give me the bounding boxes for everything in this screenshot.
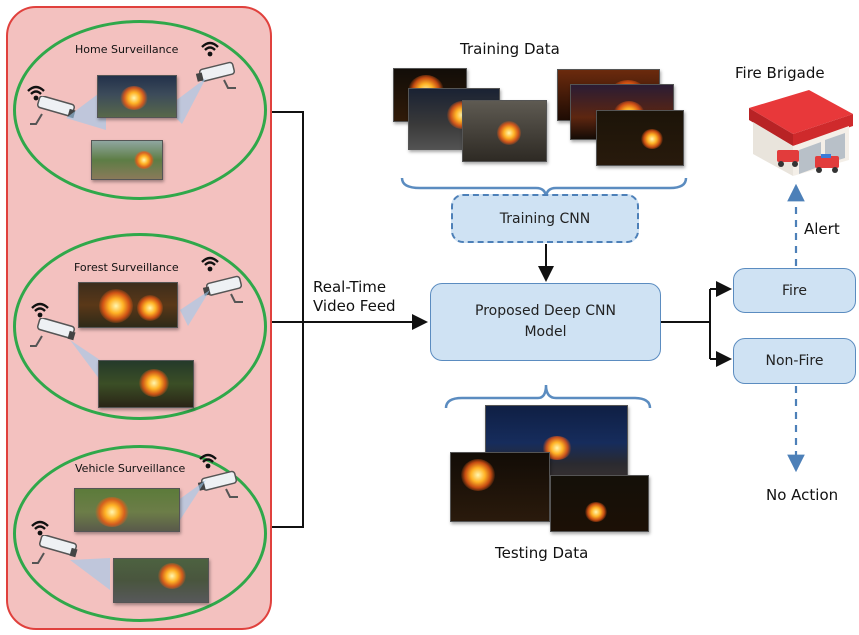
- vehicle-surveillance-label: Vehicle Surveillance: [75, 462, 186, 475]
- fire-station-icon: [749, 90, 853, 176]
- wifi-icon: [27, 85, 45, 101]
- fire-output-box: Fire: [733, 268, 856, 313]
- camera-view-cone: [70, 290, 210, 380]
- forest-fire-image: [78, 282, 178, 328]
- training-data-label: Training Data: [460, 40, 560, 58]
- forest-fire-image: [98, 360, 194, 408]
- wifi-icon: [31, 302, 49, 318]
- testing-image: [550, 475, 649, 532]
- real-time-video-feed-label: Real-Time Video Feed: [313, 278, 396, 315]
- model-label-line1: Proposed Deep CNN: [475, 303, 616, 319]
- nonfire-label: Non-Fire: [765, 353, 824, 369]
- home-surveillance-group: [13, 20, 267, 200]
- home-smoke-image: [91, 140, 163, 180]
- wifi-icon: [201, 256, 219, 272]
- training-cnn-label: Training CNN: [499, 210, 591, 227]
- fire-label: Fire: [782, 282, 807, 299]
- camera-feed-bracket: [262, 111, 304, 528]
- deep-cnn-model-box: Proposed Deep CNN Model: [430, 283, 661, 361]
- wifi-icon: [199, 453, 217, 469]
- cctv-camera-icon: [202, 275, 243, 303]
- wifi-icon: [201, 41, 219, 57]
- home-fire-image: [97, 75, 177, 118]
- forest-surveillance-group: [13, 233, 267, 420]
- testing-data-brace: [444, 384, 652, 409]
- testing-image: [450, 452, 550, 522]
- vehicle-surveillance-group: [13, 445, 267, 622]
- cctv-camera-icon: [30, 318, 76, 347]
- cctv-camera-icon: [32, 535, 78, 564]
- testing-data-label: Testing Data: [495, 544, 589, 562]
- cctv-camera-icon: [195, 61, 236, 89]
- fire-brigade-label: Fire Brigade: [735, 64, 825, 82]
- vehicle-fire-image: [113, 558, 209, 603]
- training-cnn-box: Training CNN: [451, 194, 639, 243]
- nonfire-output-box: Non-Fire: [733, 338, 856, 384]
- alert-label: Alert: [804, 220, 840, 238]
- forest-surveillance-label: Forest Surveillance: [74, 261, 179, 274]
- home-surveillance-label: Home Surveillance: [75, 43, 179, 56]
- wifi-icon: [31, 520, 49, 536]
- training-image: [596, 110, 684, 166]
- training-image: [462, 100, 547, 162]
- model-label-line2: Model: [524, 324, 567, 340]
- no-action-label: No Action: [766, 486, 839, 504]
- vehicle-fire-image: [74, 488, 180, 532]
